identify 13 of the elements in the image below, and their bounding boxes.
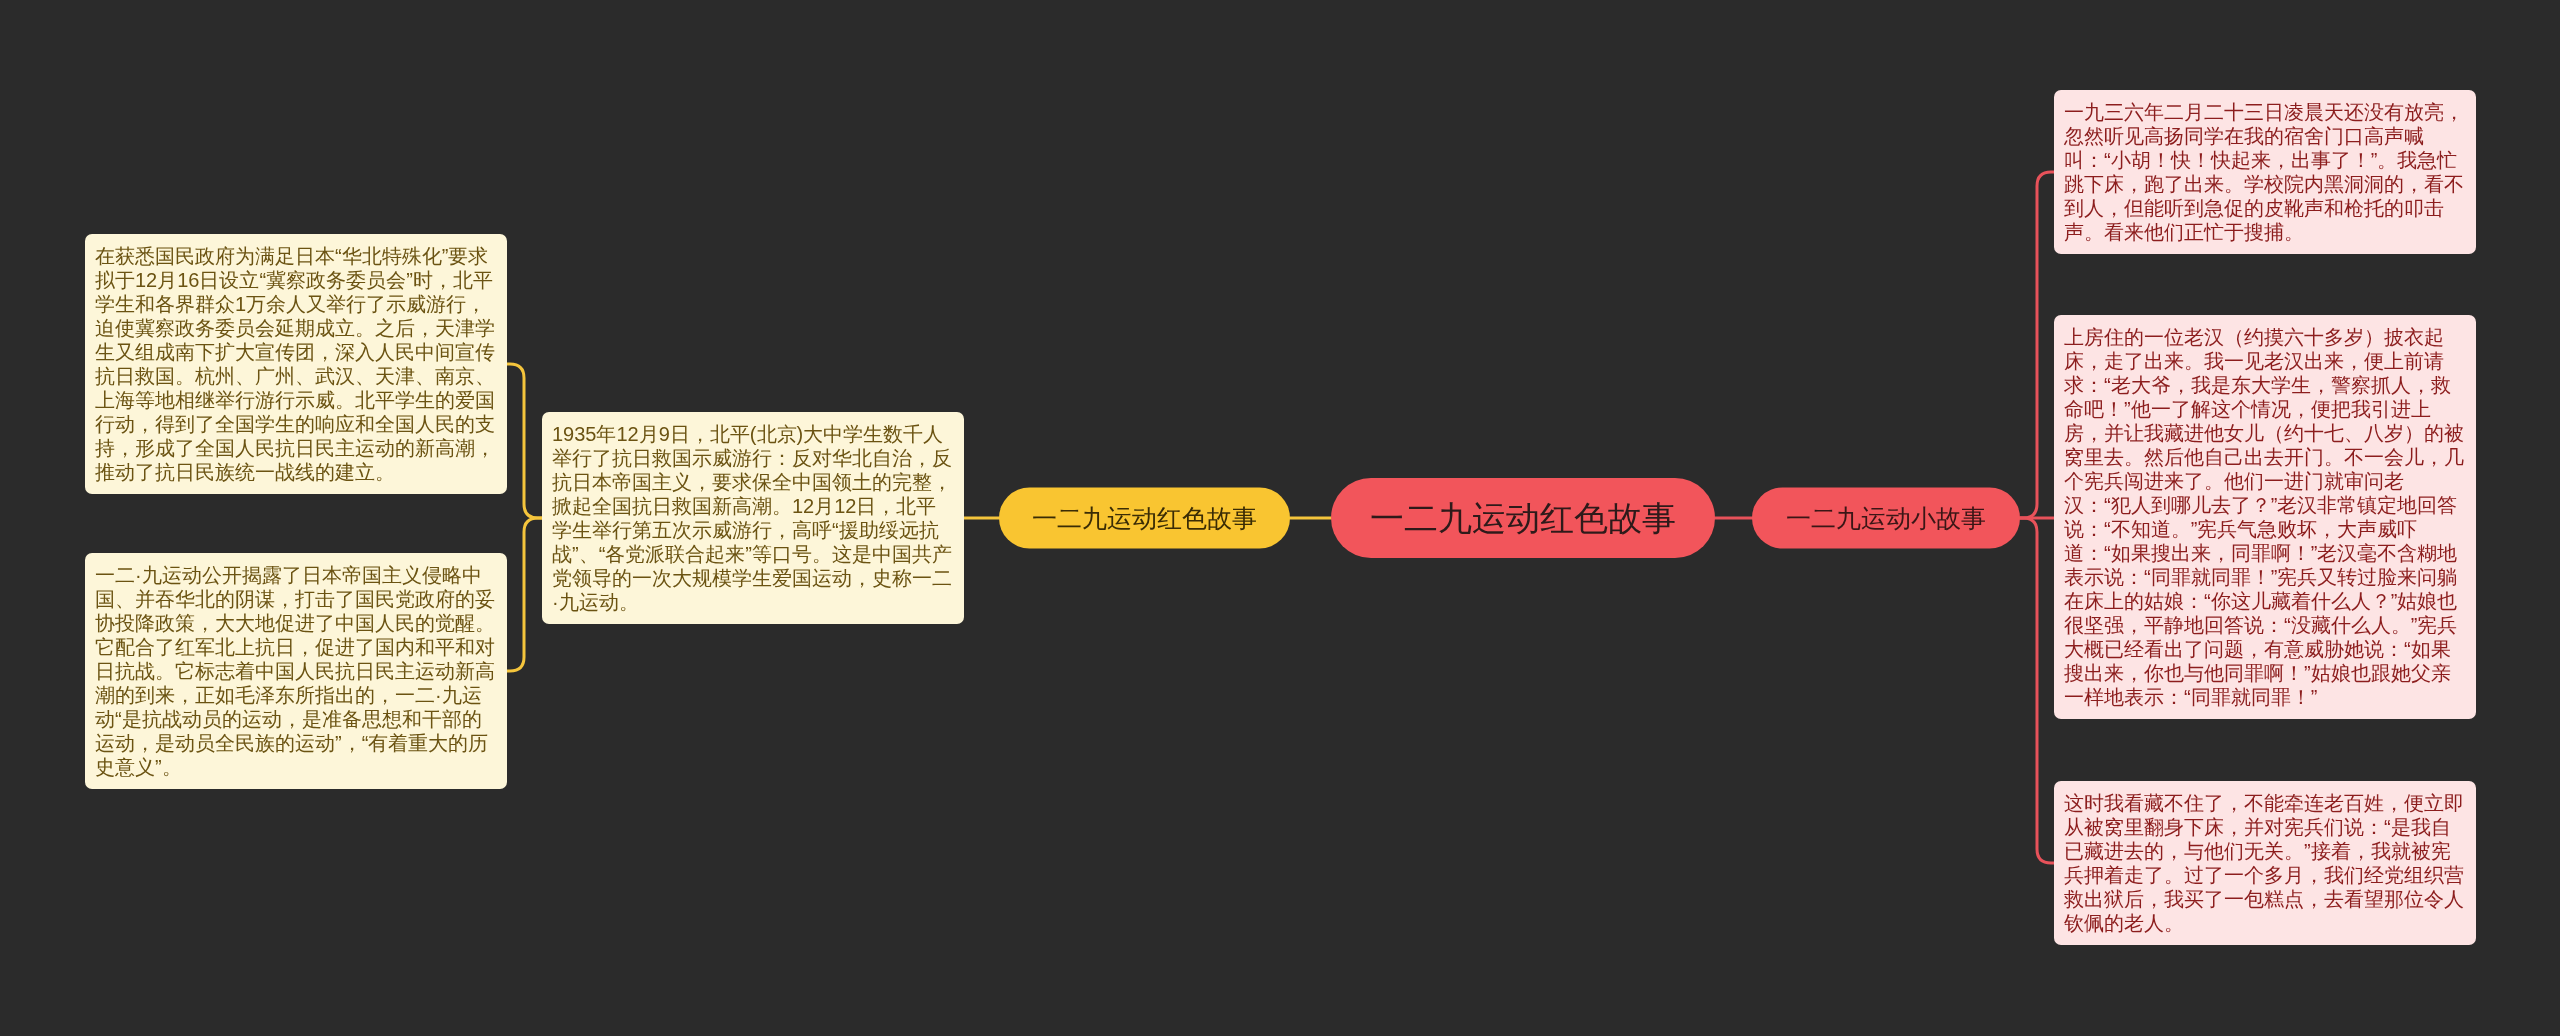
note-card: 一九三六年二月二十三日凌晨天还没有放亮，忽然听见高扬同学在我的宿舍门口高声喊叫：“小胡！快！快起来，出事了！”。我急忙跳下床，跑了出来。学校院内黑洞洞的，看不到人，但能听到急促的皮靴声和枪托的叩击声。看来他们正忙于搜捕。 [2054, 90, 2476, 254]
note-card: 这时我看藏不住了，不能牵连老百姓，便立即从被窝里翻身下床，并对宪兵们说：“是我自已藏进去的，与他们无关。”接着，我就被宪兵押着走了。过了一个多月，我们经党组织营救出狱后，我买了一包糕点，去看望那位令人钦佩的老人。 [2054, 781, 2476, 945]
branch-topic: 一二九运动红色故事 [999, 487, 1290, 549]
note-card: 在获悉国民政府为满足日本“华北特殊化”要求拟于12月16日设立“冀察政务委员会”时，北平学生和各界群众1万余人又举行了示威游行，迫使冀察政务委员会延期成立。之后，天津学生又组成南下扩大宣传团，深入人民中间宣传抗日救国。杭州、广州、武汉、天津、南京、上海等地相继举行游行示威。北平学生的爱国行动，得到了全国学生的响应和全国人民的支持，形成了全国人民抗日民主运动的新高潮，推动了抗日民族统一战线的建立。 [85, 234, 507, 494]
connector-line [505, 516, 544, 673]
note-card: 一二·九运动公开揭露了日本帝国主义侵略中国、并吞华北的阴谋，打击了国民党政府的妥协投降政策，大大地促进了中国人民的觉醒。它配合了红军北上抗日，促进了国内和平和对日抗战。它标志着中国人民抗日民主运动新高潮的到来，正如毛泽东所指出的，一二·九运动“是抗战动员的运动，是准备思想和干部的运动，是动员全民族的运动”，“有着重大的历史意义”。 [85, 553, 507, 789]
branch-topic: 一二九运动小故事 [1752, 487, 2020, 549]
note-card: 1935年12月9日，北平(北京)大中学生数千人举行了抗日救国示威游行：反对华北自治，反抗日本帝国主义，要求保全中国领土的完整，掀起全国抗日救国新高潮。12月12日，北平学生举行第五次示威游行，高呼“援助绥远抗战”、“各党派联合起来”等口号。这是中国共产党领导的一次大规模学生爱国运动，史称一二·九运动。 [542, 412, 964, 624]
connector-line [1288, 516, 1333, 520]
central-topic: 一二九运动红色故事 [1331, 478, 1715, 558]
note-card: 上房住的一位老汉（约摸六十多岁）披衣起床，走了出来。我一见老汉出来，便上前请求：“老大爷，我是东大学生，警察抓人，救命吧！”他一了解这个情况，便把我引进上房，并让我藏进他女儿（约十七、八岁）的被窝里去。然后他自己出去开门。不一会儿，几个宪兵闯进来了。他们一进门就审问老汉：“犯人到哪儿去了？”老汉非常镇定地回答说：“不知道。”宪兵气急败坏，大声威吓道：“如果搜出来，同罪啊！”老汉毫不含糊地表示说：“同罪就同罪！”宪兵又转过脸来问躺在床上的姑娘：“你这儿藏着什么人？”姑娘也很坚强，平静地回答说：“没藏什么人。”宪兵大概已经看出了问题，有意威胁她说：“如果搜出来，你也与他同罪啊！”姑娘也跟她父亲一样地表示：“同罪就同罪！” [2054, 315, 2476, 719]
connector-line [1713, 516, 1754, 520]
connector-line [962, 516, 1001, 520]
